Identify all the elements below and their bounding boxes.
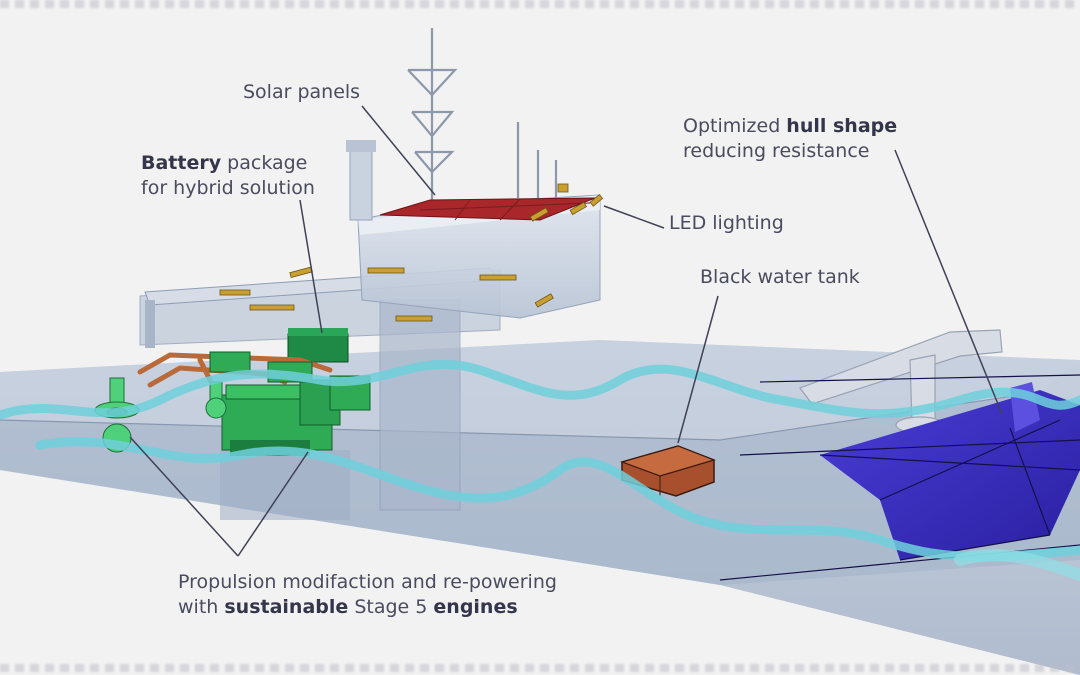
label-solar-panels: Solar panels: [243, 80, 360, 105]
top-edge-text-blur: [0, 0, 1080, 8]
label-propulsion: Propulsion modifaction and re-powering w…: [178, 570, 557, 620]
hull-label-bold: hull shape: [786, 115, 897, 137]
prop-label-engines: engines: [433, 596, 517, 618]
label-hull-shape: Optimized hull shape reducing resistance: [683, 114, 897, 164]
bottom-edge-text-blur: [0, 664, 1080, 672]
solar-label-text: Solar panels: [243, 81, 360, 103]
battery-package: [288, 328, 348, 362]
prop-label-with: with: [178, 596, 224, 618]
label-battery: Battery package for hybrid solution: [141, 151, 315, 201]
hull-label-prefix: Optimized: [683, 115, 786, 137]
label-black-water-tank: Black water tank: [700, 265, 860, 290]
battery-label-bold: Battery: [141, 152, 221, 174]
prop-label-stage: Stage 5: [348, 596, 433, 618]
led-label-text: LED lighting: [669, 212, 784, 234]
mast-icon: [408, 28, 556, 200]
battery-label-line2: for hybrid solution: [141, 177, 315, 199]
prop-label-line1: Propulsion modifaction and re-powering: [178, 571, 557, 593]
wheelhouse: [346, 140, 600, 318]
battery-label-rest: package: [221, 152, 307, 174]
label-led-lighting: LED lighting: [669, 211, 784, 236]
prop-label-sustainable: sustainable: [224, 596, 348, 618]
blackwater-label-text: Black water tank: [700, 266, 860, 288]
hull-label-line2: reducing resistance: [683, 140, 869, 162]
